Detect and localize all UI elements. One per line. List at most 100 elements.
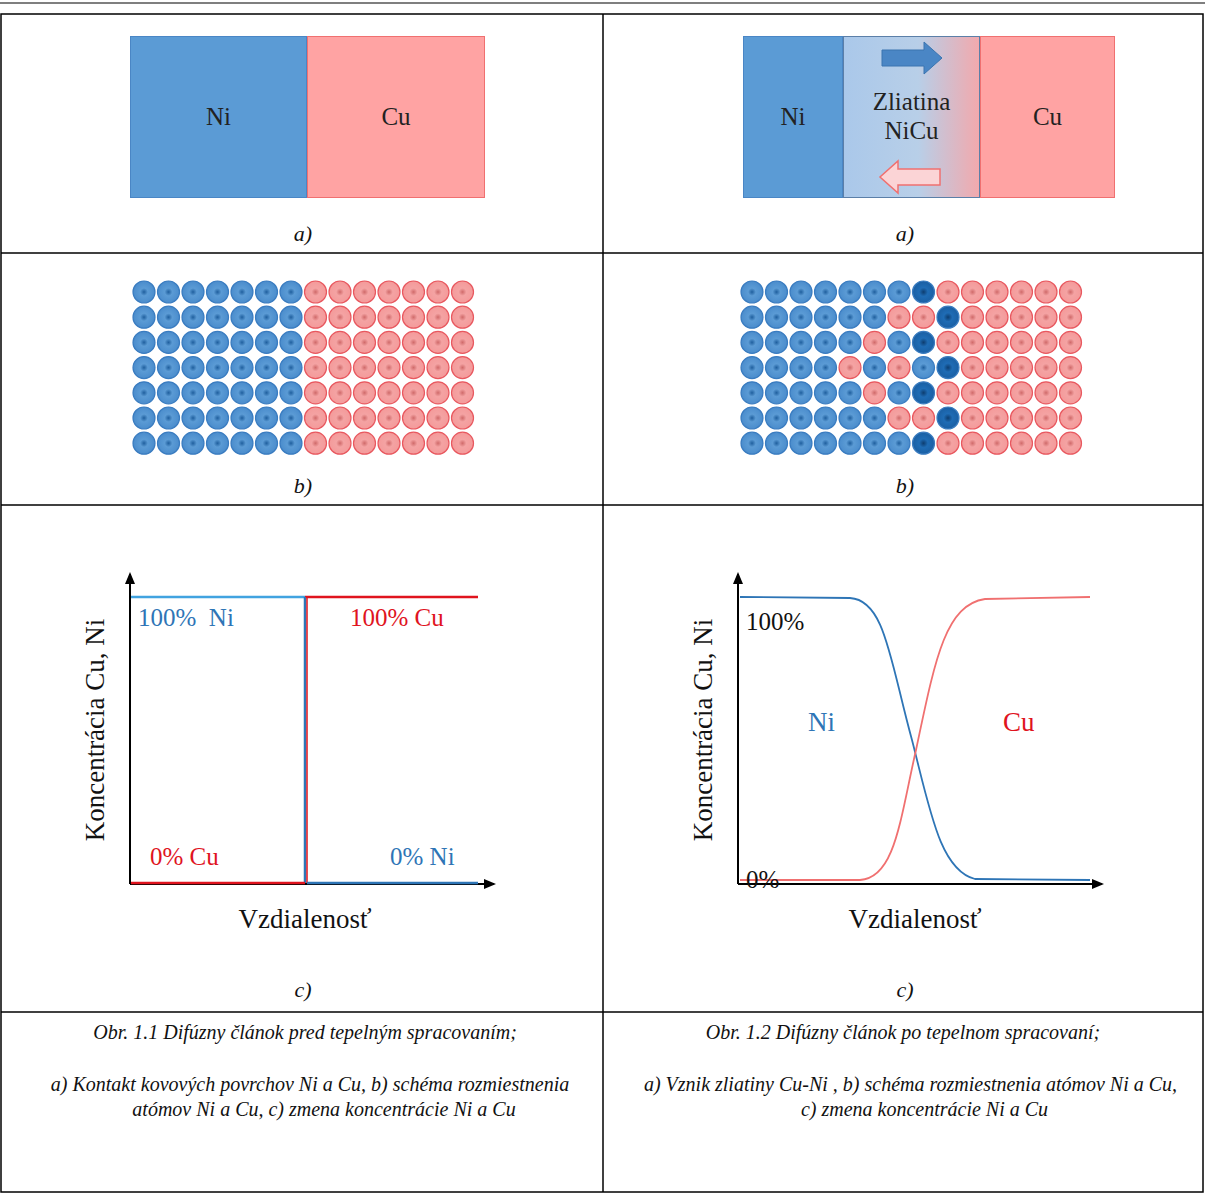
- atom: [1060, 382, 1082, 404]
- panel-letter: b): [896, 474, 914, 498]
- axis-title: Koncentrácia Cu, Ni: [81, 619, 111, 842]
- atom: [133, 306, 155, 328]
- metal-block: Zliatina NiCu: [843, 36, 980, 198]
- atom: [354, 306, 376, 328]
- atom: [986, 331, 1008, 353]
- atom: [913, 306, 935, 328]
- atom: [1060, 331, 1082, 353]
- atom: [913, 331, 935, 353]
- atom: [1011, 382, 1033, 404]
- atom: [815, 281, 837, 303]
- atom: [133, 407, 155, 429]
- atom: [354, 382, 376, 404]
- atom: [452, 407, 474, 429]
- atom: [403, 306, 425, 328]
- atom: [452, 281, 474, 303]
- atom: [962, 407, 984, 429]
- atom: [378, 432, 400, 454]
- atom: [986, 382, 1008, 404]
- atom: [790, 357, 812, 379]
- figure-caption: Obr. 1.2 Difúzny článok po tepelnom spra…: [638, 1020, 1168, 1045]
- atom: [403, 357, 425, 379]
- atom: [452, 382, 474, 404]
- atom: [207, 382, 229, 404]
- atom: [913, 281, 935, 303]
- panel-letter: b): [294, 474, 312, 498]
- atom: [913, 407, 935, 429]
- atom: [790, 432, 812, 454]
- atom: [1035, 306, 1057, 328]
- atom: [766, 432, 788, 454]
- atom: [986, 306, 1008, 328]
- atom: [741, 382, 763, 404]
- atom: [888, 331, 910, 353]
- caption-list: a) Kontakt kovových povrchov Ni a Cu, b)…: [40, 1072, 580, 1122]
- atom: [133, 357, 155, 379]
- atom: [305, 306, 327, 328]
- atom: [158, 331, 180, 353]
- atom: [864, 432, 886, 454]
- block-label: Zliatina NiCu: [853, 88, 970, 146]
- atom: [427, 306, 449, 328]
- atom: [1011, 357, 1033, 379]
- atom: [790, 281, 812, 303]
- atom: [1011, 281, 1033, 303]
- atom: [913, 432, 935, 454]
- panel-letter: a): [896, 222, 914, 246]
- atom: [839, 281, 861, 303]
- atom: [864, 357, 886, 379]
- atom: [1060, 407, 1082, 429]
- atom: [329, 382, 351, 404]
- atom: [1060, 306, 1082, 328]
- atom: [354, 281, 376, 303]
- atom: [815, 306, 837, 328]
- axis-title: Vzdialenosť: [239, 905, 372, 935]
- atom: [937, 281, 959, 303]
- atom: [937, 382, 959, 404]
- panel-letter: c): [294, 978, 311, 1002]
- atom: [790, 331, 812, 353]
- atom: [1035, 407, 1057, 429]
- panel-letter: a): [294, 222, 312, 246]
- atom: [280, 357, 302, 379]
- atom: [766, 331, 788, 353]
- metal-block: Cu: [980, 36, 1115, 198]
- atom: [888, 432, 910, 454]
- right-chart: [738, 574, 1102, 884]
- curve-label: Ni: [808, 708, 835, 738]
- atom: [280, 331, 302, 353]
- atom: [888, 382, 910, 404]
- atom: [256, 407, 278, 429]
- atom: [839, 432, 861, 454]
- atom: [133, 382, 155, 404]
- metal-block: Ni: [743, 36, 843, 198]
- atom: [1035, 382, 1057, 404]
- atom: [354, 407, 376, 429]
- atom: [790, 382, 812, 404]
- arrow-left: [880, 161, 940, 193]
- atom: [427, 357, 449, 379]
- atom: [962, 281, 984, 303]
- block-label: Ni: [781, 103, 806, 132]
- atom: [256, 432, 278, 454]
- atom: [452, 306, 474, 328]
- atom: [378, 331, 400, 353]
- atom: [864, 281, 886, 303]
- atom: [378, 407, 400, 429]
- block-label: Cu: [381, 103, 410, 132]
- atom: [305, 331, 327, 353]
- atom: [452, 432, 474, 454]
- atom: [815, 407, 837, 429]
- value-label: 100% Ni: [138, 604, 234, 632]
- atom: [256, 382, 278, 404]
- value-label: 0% Ni: [390, 843, 455, 871]
- atom: [280, 306, 302, 328]
- atom: [231, 357, 253, 379]
- atom: [256, 331, 278, 353]
- atom: [937, 432, 959, 454]
- atom-grids: [133, 281, 1082, 454]
- table-grid: [1, 14, 1203, 1192]
- atom: [864, 382, 886, 404]
- atom: [158, 281, 180, 303]
- atom: [231, 281, 253, 303]
